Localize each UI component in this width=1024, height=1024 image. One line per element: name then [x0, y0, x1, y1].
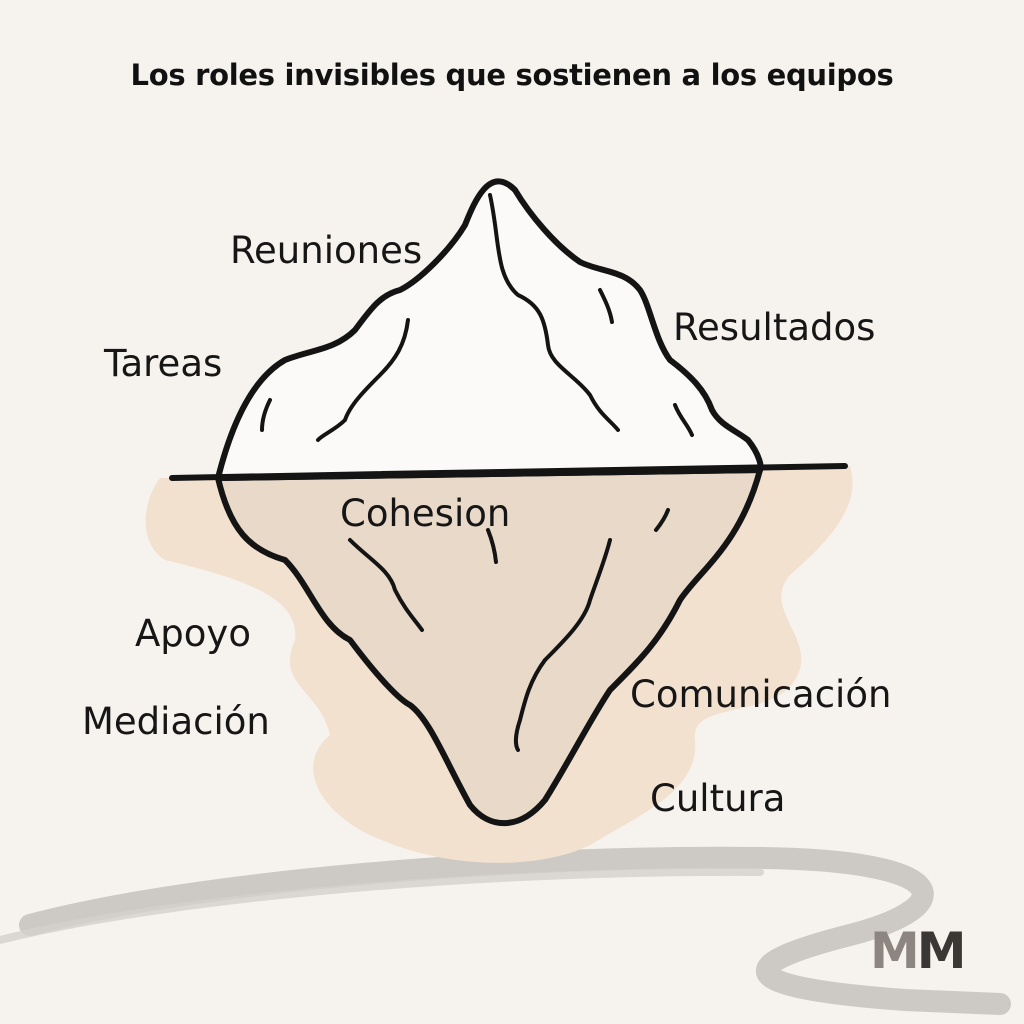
label-mediacion: Mediación — [82, 700, 270, 743]
label-apoyo: Apoyo — [135, 612, 251, 655]
label-comunicacion: Comunicación — [630, 673, 892, 716]
label-reuniones: Reuniones — [230, 229, 423, 272]
logo-letter-2: M — [916, 922, 967, 980]
ice-crevices-bottom — [348, 508, 670, 752]
label-tareas: Tareas — [104, 342, 223, 385]
ice-crevices-top — [260, 193, 694, 442]
label-cultura: Cultura — [650, 777, 786, 820]
label-resultados: Resultados — [673, 306, 876, 349]
logo-letter-1: M — [870, 922, 920, 980]
label-cohesion: Cohesion — [340, 492, 511, 535]
ground-scribble-2 — [0, 867, 764, 944]
iceberg-underwater — [215, 467, 763, 827]
brand-logo: MM — [870, 926, 967, 976]
waterline — [169, 463, 848, 481]
ground-scribble — [19, 846, 1011, 1015]
page-title: Los roles invisibles que sostienen a los… — [130, 58, 894, 92]
